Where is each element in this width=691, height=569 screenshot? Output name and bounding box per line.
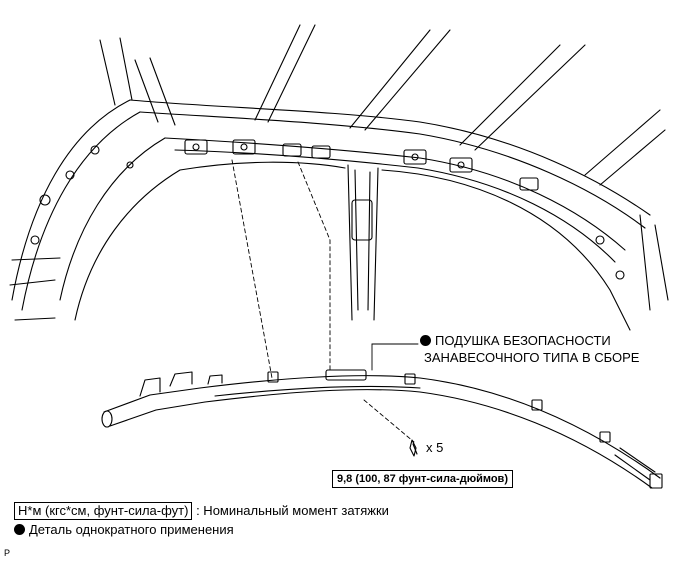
body-roof-rail bbox=[9, 24, 669, 331]
airbag-callout: ПОДУШКА БЕЗОПАСНОСТИ bbox=[420, 333, 611, 349]
bolt-icon bbox=[409, 439, 418, 457]
non-reusable-icon bbox=[14, 524, 25, 535]
legend-non-reusable-text: Деталь однократного применения bbox=[29, 522, 234, 537]
legend-torque: Н*м (кгс*см, фунт-сила-фут) : Номинальны… bbox=[14, 502, 389, 520]
torque-value-box: 9,8 (100, 87 фунт-сила-дюймов) bbox=[332, 470, 513, 488]
dashed-leaders bbox=[231, 159, 415, 443]
airbag-label-line1: ПОДУШКА БЕЗОПАСНОСТИ bbox=[435, 333, 611, 348]
legend-torque-unit: Н*м (кгс*см, фунт-сила-фут) bbox=[14, 502, 193, 520]
bolt-count: x 5 bbox=[426, 440, 444, 455]
legend-torque-desc: : Номинальный момент затяжки bbox=[196, 503, 389, 518]
non-reusable-icon bbox=[420, 335, 431, 346]
curtain-airbag-assembly bbox=[101, 369, 663, 489]
reference-code: P bbox=[4, 548, 11, 558]
airbag-label-line2: ЗАНАВЕСОЧНОГО ТИПА В СБОРЕ bbox=[424, 350, 640, 365]
torque-value: 9,8 (100, 87 фунт-сила-дюймов) bbox=[337, 473, 508, 485]
legend-non-reusable: Деталь однократного применения bbox=[14, 522, 234, 538]
